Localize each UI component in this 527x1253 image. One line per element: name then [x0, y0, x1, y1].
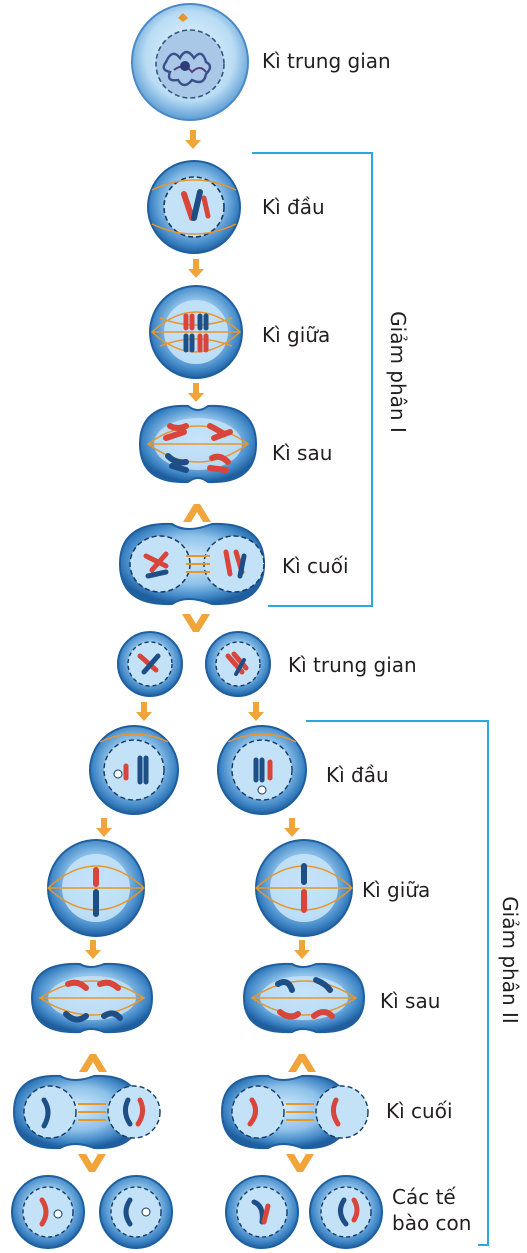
- daughter-cell-4: [309, 1175, 383, 1249]
- daughter-cell-3: [225, 1175, 299, 1249]
- label-meiosis-1: Giảm phân I: [386, 311, 410, 433]
- prophase-1-cell: [147, 160, 241, 254]
- label-telophase-1: Kì cuối: [282, 554, 349, 578]
- arrow-merge-icon: [183, 504, 211, 522]
- daughter-cell-1: [11, 1175, 85, 1249]
- label-interphase-2: Kì trung gian: [288, 653, 417, 677]
- label-prophase-1: Kì đầu: [262, 195, 325, 219]
- label-interphase-1: Kì trung gian: [262, 49, 391, 73]
- arrow-down-icon: [188, 259, 204, 278]
- anaphase-1-cell: [138, 404, 258, 484]
- interphase-2-cell-left: [117, 631, 183, 697]
- meiosis-2-bracket: [306, 720, 489, 1246]
- arrow-down-icon: [248, 702, 264, 721]
- arrow-down-icon: [188, 383, 204, 402]
- label-telophase-2: Kì cuối: [386, 1099, 453, 1123]
- arrow-down-icon: [294, 940, 310, 959]
- arrow-down-icon: [85, 940, 101, 959]
- telophase-2-cell-left: [12, 1074, 161, 1150]
- telophase-2-cell-right: [220, 1074, 369, 1150]
- arrow-down-icon: [136, 702, 152, 721]
- label-meiosis-2: Giảm phân II: [498, 896, 522, 1024]
- arrow-down-icon: [284, 818, 300, 837]
- arrow-down-icon: [185, 130, 201, 149]
- metaphase-2-cell-right: [254, 839, 354, 937]
- label-metaphase-1: Kì giữa: [262, 323, 331, 347]
- label-metaphase-2: Kì giữa: [362, 878, 431, 902]
- interphase-2-cell-right: [205, 631, 271, 697]
- metaphase-1-cell: [149, 285, 243, 379]
- meiosis-1-bracket: [252, 152, 373, 607]
- prophase-2-cell-right: [217, 725, 307, 815]
- daughter-cell-2: [99, 1175, 173, 1249]
- label-daughter-cells-line2: bào con: [392, 1211, 472, 1235]
- arrow-split-icon: [182, 614, 210, 632]
- telophase-1-cell: [118, 522, 266, 606]
- anaphase-2-cell-left: [30, 962, 154, 1034]
- arrow-down-icon: [96, 818, 112, 837]
- metaphase-2-cell-left: [46, 839, 146, 937]
- prophase-2-cell-left: [89, 725, 179, 815]
- arrow-split-icon: [78, 1154, 106, 1172]
- anaphase-2-cell-right: [242, 962, 366, 1034]
- interphase-cell: [131, 3, 249, 121]
- label-anaphase-2: Kì sau: [380, 989, 441, 1013]
- arrow-split-icon: [286, 1154, 314, 1172]
- label-daughter-cells-line1: Các tế: [392, 1185, 456, 1209]
- arrow-merge-icon: [288, 1054, 316, 1072]
- arrow-merge-icon: [79, 1054, 107, 1072]
- label-anaphase-1: Kì sau: [272, 441, 333, 465]
- label-prophase-2: Kì đầu: [326, 763, 389, 787]
